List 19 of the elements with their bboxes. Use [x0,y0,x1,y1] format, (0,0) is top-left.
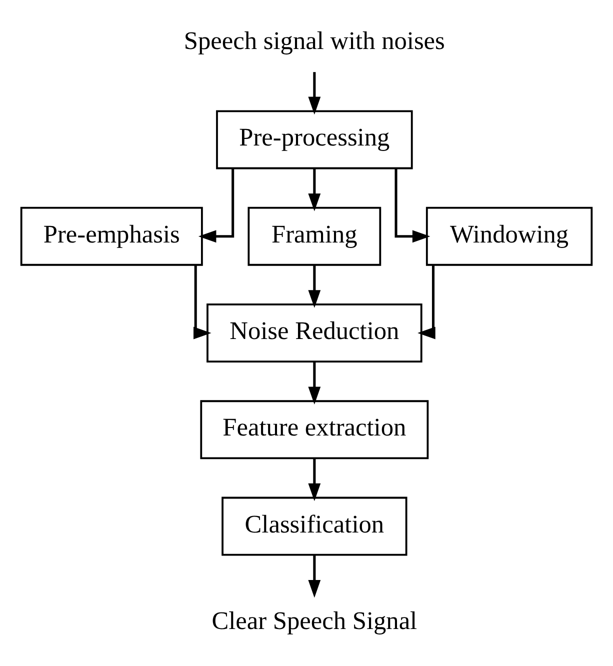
node-box: Framing [248,206,382,266]
node-box: Feature extraction [200,400,429,460]
node-box: Pre-processing [216,110,413,170]
node-box: Windowing [426,206,593,266]
arrow [418,265,436,340]
arrow [194,265,212,340]
arrow [308,555,321,598]
node-box: Noise Reduction [206,304,422,362]
node-box: Classification [222,496,408,556]
arrow [308,265,321,308]
arrow [198,168,234,243]
node-text: Speech signal with noises [184,27,445,56]
node-text: Clear Speech Signal [212,606,418,635]
arrow [308,168,321,212]
arrow [394,168,430,243]
node-box: Pre-emphasis [20,206,203,266]
arrow [308,362,321,404]
arrow [308,458,321,502]
arrow [308,72,321,115]
